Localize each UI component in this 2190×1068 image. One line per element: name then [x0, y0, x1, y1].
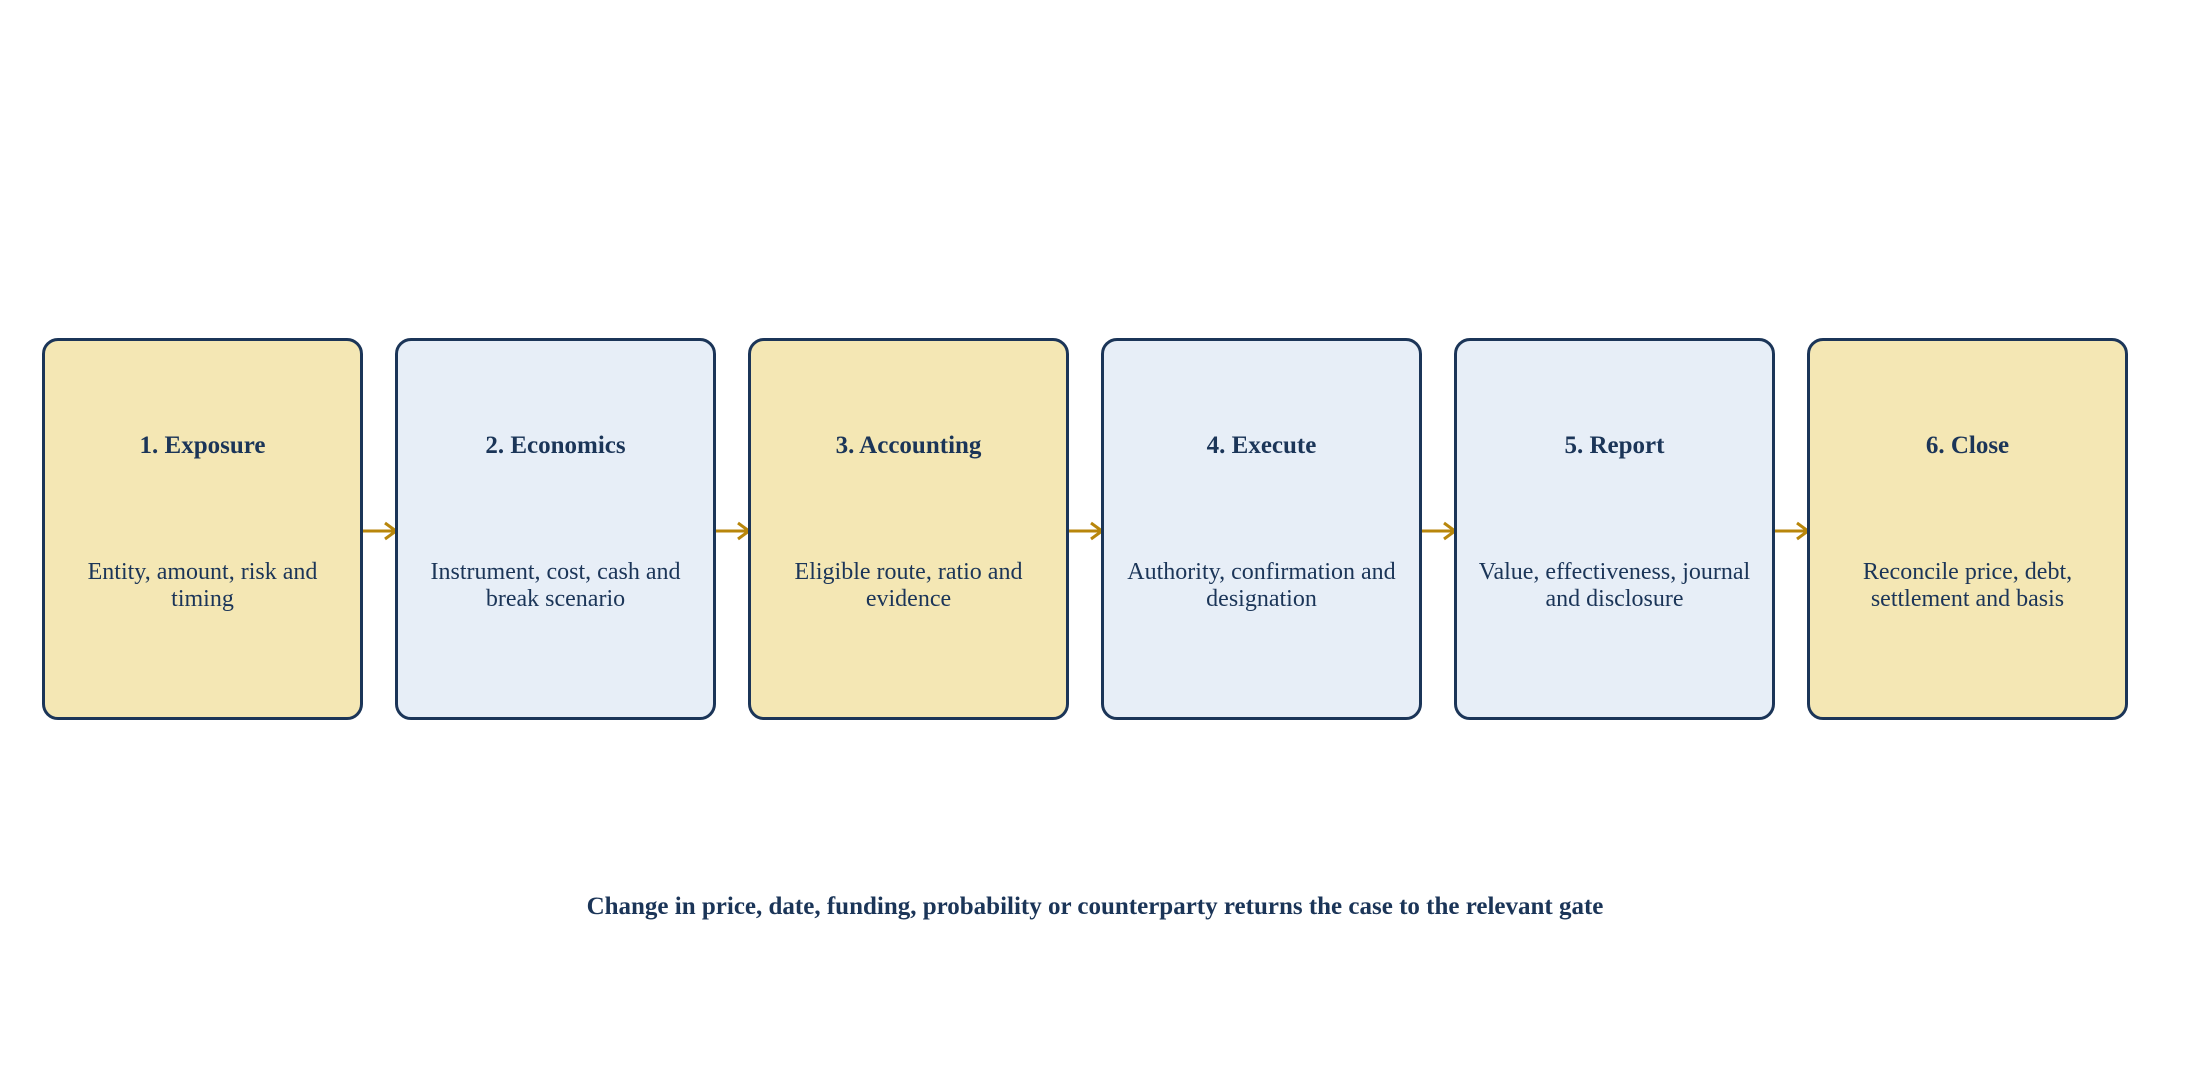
- arrow-right-icon: [716, 521, 752, 541]
- footer-note: Change in price, date, funding, probabil…: [586, 893, 1604, 920]
- arrow-right-icon: [1775, 521, 1811, 541]
- step-description: Authority, confirmation and designation: [1127, 559, 1396, 612]
- step-title: 5. Report: [1564, 432, 1665, 459]
- step-description: Eligible route, ratio and evidence: [794, 559, 1023, 612]
- step-title: 1. Exposure: [139, 432, 266, 459]
- step-title: 3. Accounting: [835, 432, 982, 459]
- step-accounting: 3. Accounting Eligible route, ratio and …: [748, 338, 1069, 720]
- step-description: Instrument, cost, cash and break scenari…: [430, 559, 681, 612]
- step-title: 2. Economics: [485, 432, 626, 459]
- step-report: 5. Report Value, effectiveness, journal …: [1454, 338, 1775, 720]
- step-description: Reconcile price, debt, settlement and ba…: [1862, 559, 2073, 612]
- step-exposure: 1. Exposure Entity, amount, risk and tim…: [42, 338, 363, 720]
- arrow-right-icon: [1069, 521, 1105, 541]
- arrow-right-icon: [363, 521, 399, 541]
- step-description: Entity, amount, risk and timing: [87, 559, 318, 612]
- step-title: 4. Execute: [1206, 432, 1317, 459]
- step-economics: 2. Economics Instrument, cost, cash and …: [395, 338, 716, 720]
- step-execute: 4. Execute Authority, confirmation and d…: [1101, 338, 1422, 720]
- step-description: Value, effectiveness, journal and disclo…: [1478, 559, 1751, 612]
- arrow-right-icon: [1422, 521, 1458, 541]
- step-title: 6. Close: [1925, 432, 2010, 459]
- step-close: 6. Close Reconcile price, debt, settleme…: [1807, 338, 2128, 720]
